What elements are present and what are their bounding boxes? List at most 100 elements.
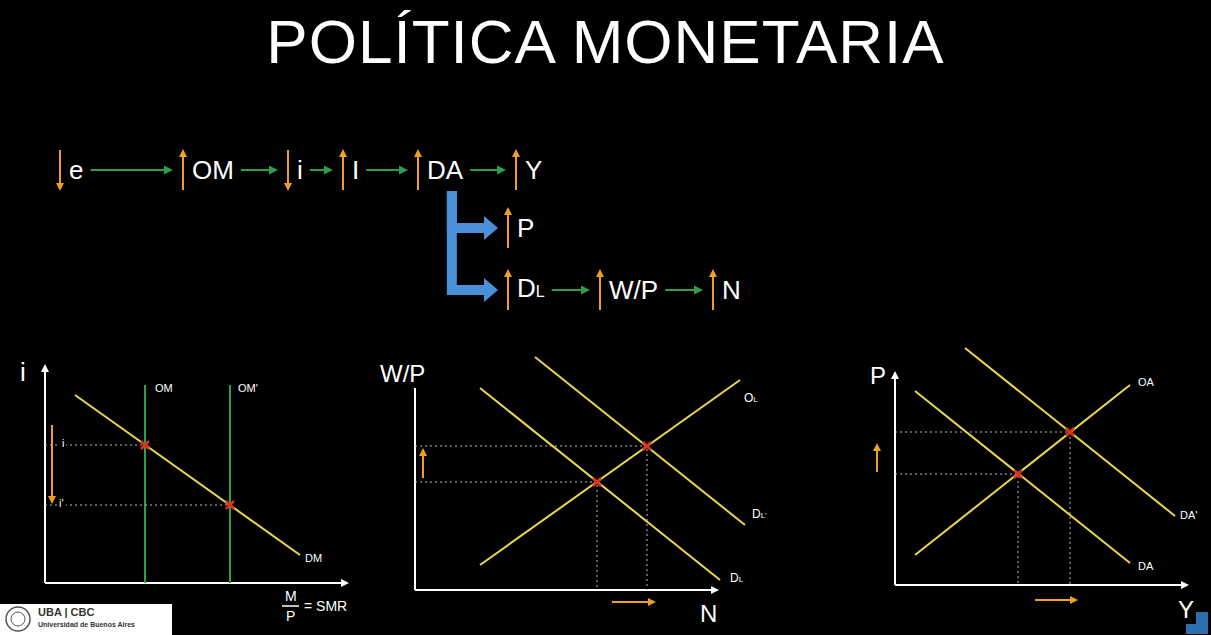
flow-arrow	[310, 166, 333, 175]
demand-line	[915, 391, 1130, 563]
arrow-shaft	[515, 156, 517, 190]
arrow-head	[324, 166, 333, 175]
variable-node: OM	[175, 151, 239, 189]
arrow-shaft	[417, 156, 419, 190]
arrow-line	[452, 191, 485, 290]
variable-node: DA	[410, 151, 468, 189]
curve-label: OM'	[236, 382, 260, 395]
arrow-shaft	[287, 150, 289, 184]
variable-node: e	[52, 151, 88, 189]
money-market-graph	[45, 368, 345, 606]
curve-label: DA'	[1178, 509, 1199, 522]
demand-line	[480, 388, 720, 580]
supply-line	[480, 380, 740, 565]
variable-symbol: N	[722, 275, 741, 305]
labour-market-graph	[415, 357, 745, 602]
arrow-head	[339, 149, 347, 157]
curve-label: OM	[153, 382, 175, 395]
flow-arrow	[241, 166, 278, 175]
arrow-head	[269, 166, 278, 175]
supply-line	[144, 385, 146, 583]
x-axis	[895, 584, 1185, 586]
arrow-line	[241, 169, 270, 171]
flow-arrow	[470, 166, 506, 175]
variable-symbol: DL	[517, 273, 545, 307]
arrow-head	[596, 269, 604, 277]
curve-label: DA	[1136, 560, 1155, 573]
equilibrium-mark	[226, 501, 234, 509]
variable-symbol: I	[352, 155, 359, 185]
variable-node: Y	[508, 151, 547, 189]
arrow-head	[414, 149, 422, 157]
variable-node: P	[500, 209, 539, 247]
change-arrow	[708, 268, 718, 312]
change-arrow	[876, 447, 878, 472]
change-arrow	[178, 148, 188, 192]
curve-label: DL	[728, 572, 745, 586]
equilibrium-mark	[593, 478, 601, 486]
tick-label: i'	[57, 497, 66, 510]
change-arrow	[503, 206, 513, 250]
arrow-head	[497, 166, 506, 175]
change-arrow	[1035, 599, 1074, 601]
axis-label: i	[18, 358, 28, 388]
variable-symbol: OM	[192, 155, 234, 185]
logo-ground	[0, 604, 172, 635]
change-arrow	[338, 148, 348, 192]
curve-label: DM	[303, 552, 324, 565]
variable-symbol: i	[297, 155, 303, 185]
variable-node: I	[335, 151, 364, 189]
y-axis	[894, 375, 896, 585]
variable-symbol: Y	[525, 155, 542, 185]
arrow-shaft	[182, 156, 184, 190]
flow-arrow	[552, 286, 590, 295]
change-arrow	[511, 148, 521, 192]
fraction-bar	[282, 605, 299, 607]
arrow-line	[665, 289, 695, 291]
arrow-line	[470, 169, 498, 171]
demand-line	[75, 395, 300, 555]
variable-symbol: e	[69, 155, 83, 185]
variable-node: DL	[500, 269, 550, 311]
change-arrow	[612, 601, 652, 603]
change-arrow	[422, 452, 424, 478]
arrow-shaft	[712, 276, 714, 310]
variable-node: N	[705, 271, 746, 309]
change-arrow	[503, 268, 513, 312]
variable-node: i	[280, 151, 308, 189]
y-axis	[414, 378, 416, 590]
tick-label: i	[60, 437, 66, 450]
flow-arrow	[366, 166, 408, 175]
demand-line	[535, 357, 745, 525]
guide-line	[895, 474, 1018, 585]
arrow-shaft	[507, 276, 509, 310]
split-bracket	[452, 191, 498, 240]
arrow-head	[164, 166, 173, 175]
arrow-line	[90, 169, 165, 171]
axis-label: M	[283, 588, 299, 604]
split-bracket	[452, 191, 498, 302]
x-axis	[45, 582, 345, 584]
arrow-shaft	[59, 150, 61, 184]
variable-symbol: P	[517, 213, 534, 243]
curve-label: OL	[742, 392, 760, 406]
arrow-head	[694, 286, 703, 295]
guide-line	[45, 505, 230, 506]
variable-symbol: DA	[427, 155, 463, 185]
change-arrow	[413, 148, 423, 192]
variable-symbol: W/P	[609, 275, 658, 305]
logo-text: UBA | CBC	[36, 606, 96, 619]
arrow-head	[709, 269, 717, 277]
arrow-line	[366, 169, 400, 171]
equilibrium-mark	[1066, 428, 1074, 436]
arrow-head	[284, 183, 292, 191]
arrow-shaft	[599, 276, 601, 310]
x-axis	[415, 589, 715, 591]
aggregate-market-graph	[877, 348, 1185, 600]
curve-label: OA	[1136, 376, 1156, 389]
variable-node: W/P	[592, 271, 663, 309]
equilibrium-mark	[1014, 470, 1022, 478]
